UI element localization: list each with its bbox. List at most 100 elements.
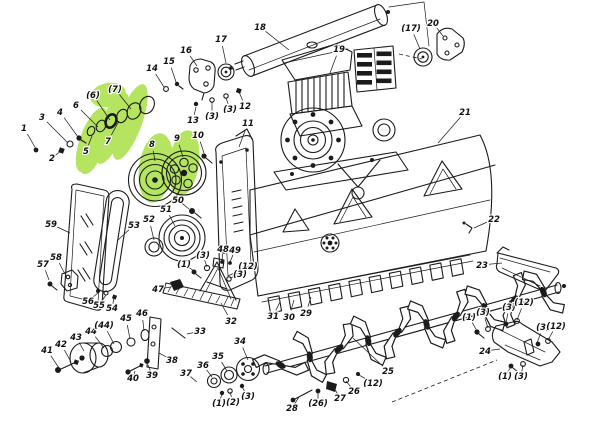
leader-line bbox=[219, 393, 223, 400]
leader-line bbox=[265, 31, 290, 51]
part-label: 28 bbox=[286, 404, 298, 414]
part-label: (6) bbox=[86, 91, 100, 101]
leader-line bbox=[96, 100, 111, 121]
part-label: (1) bbox=[498, 372, 512, 382]
part-label: 19 bbox=[333, 45, 345, 55]
part-label: 15 bbox=[163, 57, 175, 67]
part-label: (1) bbox=[177, 260, 191, 270]
part-label: 38 bbox=[166, 356, 178, 366]
part-label: 58 bbox=[50, 253, 62, 263]
leader-line bbox=[152, 150, 156, 162]
leader-line bbox=[352, 337, 384, 367]
part-label: 57 bbox=[37, 260, 49, 270]
belt-cover-59 bbox=[63, 183, 110, 311]
part-label: (3) bbox=[196, 251, 210, 261]
part-label: 6 bbox=[73, 101, 79, 111]
leader-line bbox=[46, 121, 69, 144]
leader-line bbox=[111, 120, 120, 136]
leader-line bbox=[186, 331, 195, 335]
leader-line bbox=[178, 144, 184, 158]
part-label: 56 bbox=[82, 297, 94, 307]
bracket-16 bbox=[188, 58, 216, 101]
part-label: 37 bbox=[180, 369, 192, 379]
leader-line bbox=[237, 267, 245, 272]
leader-line bbox=[238, 91, 243, 101]
leader-line bbox=[55, 150, 62, 156]
leader-line bbox=[229, 275, 237, 279]
part-label: (1) bbox=[212, 399, 226, 409]
part-label: 53 bbox=[128, 221, 140, 231]
leader-line bbox=[119, 94, 132, 110]
leader-line bbox=[505, 313, 509, 324]
leader-line bbox=[221, 253, 223, 262]
part-label: 39 bbox=[146, 371, 158, 381]
leader-line bbox=[190, 376, 198, 383]
leader-line bbox=[345, 380, 352, 388]
part-label: 24 bbox=[479, 347, 491, 357]
pulley-51 bbox=[158, 214, 206, 262]
a-frame-32 bbox=[162, 257, 241, 310]
part-label: 5 bbox=[83, 147, 89, 157]
leader-line bbox=[358, 374, 368, 381]
pin-33 bbox=[171, 327, 186, 339]
leader-line bbox=[95, 336, 105, 349]
leader-line bbox=[155, 73, 165, 88]
leader-line bbox=[126, 324, 131, 340]
leader-line bbox=[471, 322, 478, 332]
part-label: 50 bbox=[172, 196, 184, 206]
part-label: 35 bbox=[212, 352, 224, 362]
part-label: (7) bbox=[108, 85, 122, 95]
leader-line bbox=[189, 55, 198, 67]
leader-line bbox=[521, 364, 524, 372]
leader-line bbox=[536, 333, 541, 344]
wheel-assembly-41-46 bbox=[55, 328, 150, 374]
part-label: (3) bbox=[241, 392, 255, 402]
belt-guard-11 bbox=[215, 128, 259, 291]
part-label: 14 bbox=[146, 64, 158, 74]
part-label: 55 bbox=[93, 301, 105, 311]
skid-plate-24 bbox=[391, 318, 561, 403]
leader-line bbox=[307, 296, 312, 307]
leader-line bbox=[64, 349, 72, 363]
part-label: (12) bbox=[363, 379, 383, 389]
fasteners-54-55-56 bbox=[96, 289, 118, 300]
bracket-20 bbox=[436, 27, 465, 61]
part-label: (1) bbox=[462, 313, 476, 323]
part-label: (17) bbox=[401, 24, 421, 34]
part-label: 23 bbox=[476, 261, 488, 271]
part-label: 13 bbox=[187, 116, 199, 126]
leader-line bbox=[220, 302, 228, 316]
part-label: (3) bbox=[223, 105, 237, 115]
part-label: 2 bbox=[49, 154, 55, 164]
bearing-52 bbox=[144, 237, 164, 257]
leader-line bbox=[58, 263, 66, 275]
part-label: 36 bbox=[197, 361, 209, 371]
skirt-plate-row-29-30-31 bbox=[267, 258, 465, 314]
part-label: (12) bbox=[546, 322, 566, 332]
part-label: 27 bbox=[334, 394, 346, 404]
part-label: 22 bbox=[488, 215, 500, 225]
v-belt-53 bbox=[93, 190, 130, 293]
part-label: (44) bbox=[94, 321, 114, 331]
leader-line bbox=[88, 135, 93, 146]
part-label: 34 bbox=[234, 337, 246, 347]
leader-line bbox=[150, 225, 155, 241]
hook-22 bbox=[462, 221, 473, 234]
part-label: 48 bbox=[216, 245, 229, 255]
leader-line bbox=[101, 294, 107, 302]
leader-line bbox=[547, 331, 554, 341]
leader-line bbox=[78, 342, 85, 352]
leader-line bbox=[158, 352, 167, 358]
leader-line bbox=[516, 308, 522, 321]
part-label: 54 bbox=[106, 304, 118, 314]
pulley-9 bbox=[161, 150, 207, 196]
part-label: 45 bbox=[119, 314, 132, 324]
leader-line bbox=[168, 215, 176, 227]
frame-corner-line bbox=[388, 1, 430, 60]
leader-line bbox=[222, 45, 227, 64]
wheel-arm-38 bbox=[125, 316, 162, 375]
part-label: (3) bbox=[536, 323, 550, 333]
bolt-10 bbox=[201, 153, 213, 164]
part-label: 44 bbox=[84, 327, 97, 337]
